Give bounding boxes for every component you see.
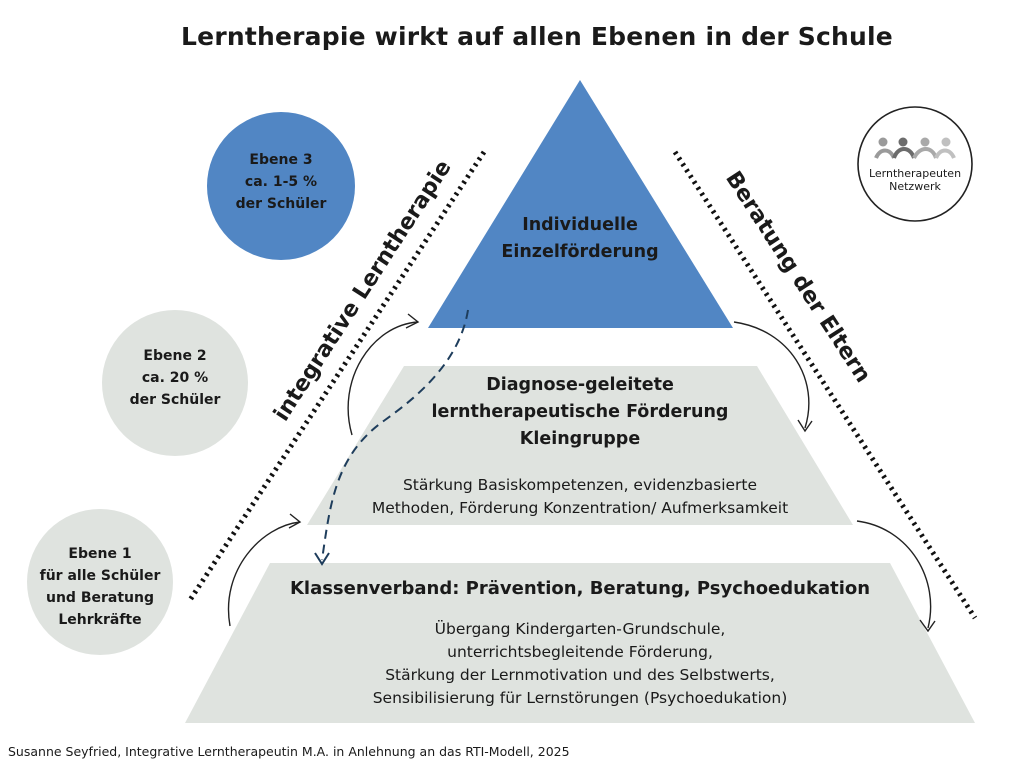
- level-2-line2: ca. 20 %: [141, 370, 209, 386]
- dashed-arrow: [314, 309, 469, 566]
- page-title: Lerntherapie wirkt auf allen Ebenen in d…: [181, 22, 893, 51]
- level-3-line1: Ebene 3: [249, 152, 313, 168]
- logo-circle: [857, 106, 973, 222]
- middle-tier-title1: Diagnose-geleitete: [486, 375, 674, 395]
- top-tier-line2: Einzelförderung: [501, 242, 659, 262]
- bottom-tier-body2: unterrichtsbegleitende Förderung,: [447, 643, 713, 661]
- bottom-tier-body: Übergang Kindergarten-Grundschule, unter…: [330, 618, 830, 710]
- middle-tier-body: Stärkung Basiskompetenzen, evidenzbasier…: [350, 474, 810, 520]
- level-2-line3: der Schüler: [129, 392, 221, 408]
- level-3-label: Ebene 3 ca. 1-5 % der Schüler: [211, 149, 351, 215]
- right-curved-arrows: [733, 321, 936, 633]
- middle-tier-title3: Kleingruppe: [519, 429, 641, 449]
- middle-tier-title: Diagnose-geleitete lerntherapeutische Fö…: [410, 372, 750, 453]
- middle-tier-body1: Stärkung Basiskompetenzen, evidenzbasier…: [402, 476, 758, 494]
- middle-tier-title2: lerntherapeutische Förderung: [431, 402, 729, 422]
- level-3-line2: ca. 1-5 %: [244, 174, 318, 190]
- middle-tier-body2: Methoden, Förderung Konzentration/ Aufme…: [371, 499, 789, 517]
- bottom-tier-title: Klassenverband: Prävention, Beratung, Ps…: [289, 578, 871, 599]
- level-1-circle: [27, 509, 173, 655]
- bottom-tier-body1: Übergang Kindergarten-Grundschule,: [434, 620, 726, 638]
- level-3-circle: [207, 112, 355, 260]
- bottom-tier-body4: Sensibilisierung für Lernstörungen (Psyc…: [372, 689, 788, 707]
- logo-line1: Lerntherapeuten: [868, 167, 962, 180]
- footer-credit: Susanne Seyfried, Integrative Lerntherap…: [8, 744, 570, 759]
- level-3-line3: der Schüler: [235, 196, 327, 212]
- level-1-line3: und Beratung: [46, 590, 154, 606]
- top-tier-line1: Individuelle: [522, 215, 638, 235]
- bottom-tier-body3: Stärkung der Lernmotivation und des Selb…: [385, 666, 775, 684]
- pyramid-bottom-tier: [185, 563, 975, 723]
- right-dotted-line: [672, 150, 978, 620]
- pyramid-top-tier: [428, 80, 733, 328]
- level-2-circle: [102, 310, 248, 456]
- left-curved-arrows: [227, 313, 420, 627]
- logo-people-icon: [874, 137, 956, 160]
- logo-line2: Netzwerk: [889, 180, 941, 193]
- level-1-line2: für alle Schüler: [39, 568, 161, 584]
- level-1-line4: Lehrkräfte: [58, 612, 142, 628]
- level-1-label: Ebene 1 für alle Schüler und Beratung Le…: [25, 543, 175, 631]
- level-2-label: Ebene 2 ca. 20 % der Schüler: [105, 345, 245, 411]
- logo-text: Lerntherapeuten Netzwerk: [865, 167, 965, 193]
- top-tier-label: Individuelle Einzelförderung: [470, 212, 690, 266]
- level-2-line1: Ebene 2: [143, 348, 207, 364]
- left-dotted-line: [187, 150, 487, 602]
- logo: [857, 106, 973, 222]
- pyramid-middle-tier: [307, 366, 853, 525]
- level-1-line1: Ebene 1: [68, 546, 132, 562]
